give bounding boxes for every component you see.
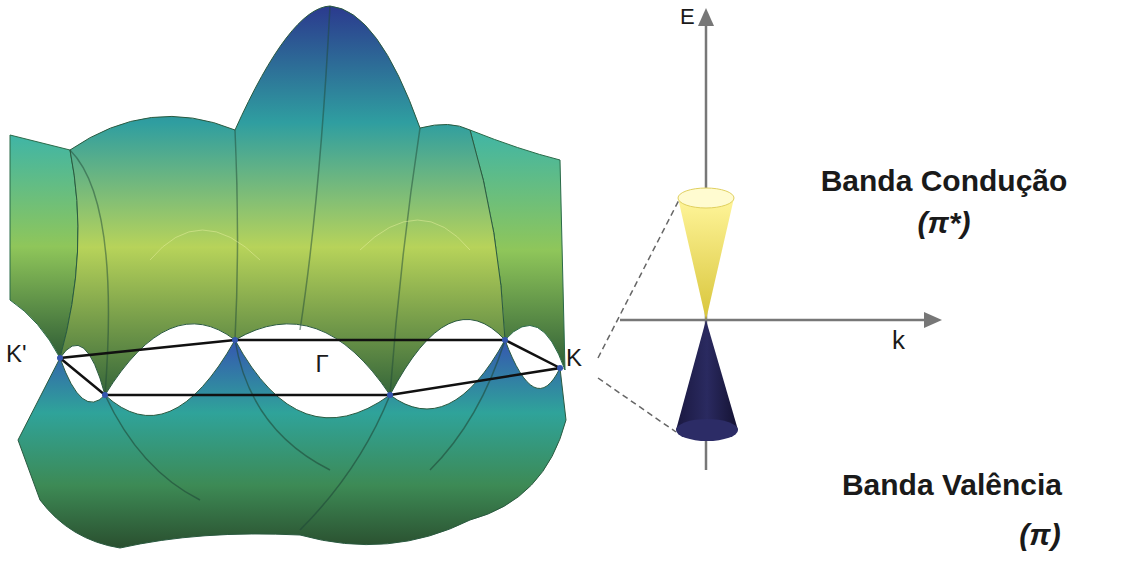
band-label: Banda Valência [842, 468, 1062, 503]
band-symbol: (π*) [917, 206, 970, 241]
point-label: K' [6, 340, 27, 368]
axis-label: E [680, 4, 695, 29]
point-label: Γ [315, 350, 328, 378]
axis-label: k [892, 326, 905, 356]
point-label: K [566, 344, 582, 372]
band-symbol: (π) [1019, 518, 1060, 553]
band-label: Banda Condução [821, 164, 1068, 199]
